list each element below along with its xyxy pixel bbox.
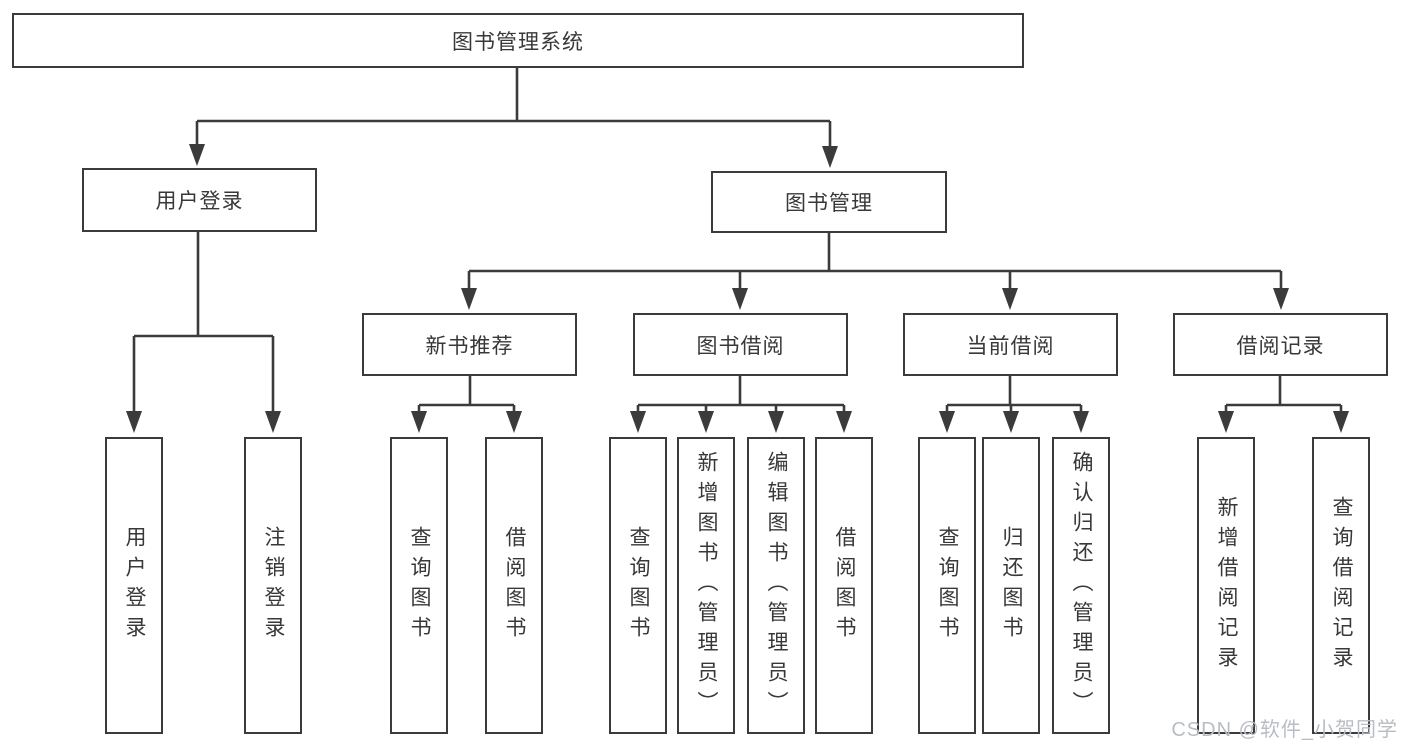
- leaf-add-book-admin: 新增图书（管理员）: [677, 437, 735, 734]
- arrow-down-icon: [126, 144, 1349, 433]
- node-user-login: 用户登录: [82, 168, 317, 232]
- node-current-borrowing: 当前借阅: [903, 313, 1118, 376]
- leaf-confirm-return-admin: 确认归还（管理员）: [1052, 437, 1110, 734]
- leaf-query-books-recommend: 查询图书: [390, 437, 448, 734]
- leaf-add-borrow-record: 新增借阅记录: [1197, 437, 1255, 734]
- leaf-borrow-books: 借阅图书: [815, 437, 873, 734]
- leaf-query-books-current: 查询图书: [918, 437, 976, 734]
- node-new-book-recommend: 新书推荐: [362, 313, 577, 376]
- node-library-system: 图书管理系统: [12, 13, 1024, 68]
- leaf-logout: 注销登录: [244, 437, 302, 734]
- leaf-edit-book-admin: 编辑图书（管理员）: [747, 437, 805, 734]
- leaf-return-book: 归还图书: [982, 437, 1040, 734]
- leaf-borrow-books-recommend: 借阅图书: [485, 437, 543, 734]
- node-book-borrowing: 图书借阅: [633, 313, 848, 376]
- node-borrowing-records: 借阅记录: [1173, 313, 1388, 376]
- node-book-management: 图书管理: [711, 171, 947, 233]
- leaf-query-books-borrowing: 查询图书: [609, 437, 667, 734]
- csdn-watermark: CSDN @软件_小贺同学: [1171, 719, 1398, 741]
- leaf-query-borrow-record: 查询借阅记录: [1312, 437, 1370, 734]
- leaf-user-login: 用户登录: [105, 437, 163, 734]
